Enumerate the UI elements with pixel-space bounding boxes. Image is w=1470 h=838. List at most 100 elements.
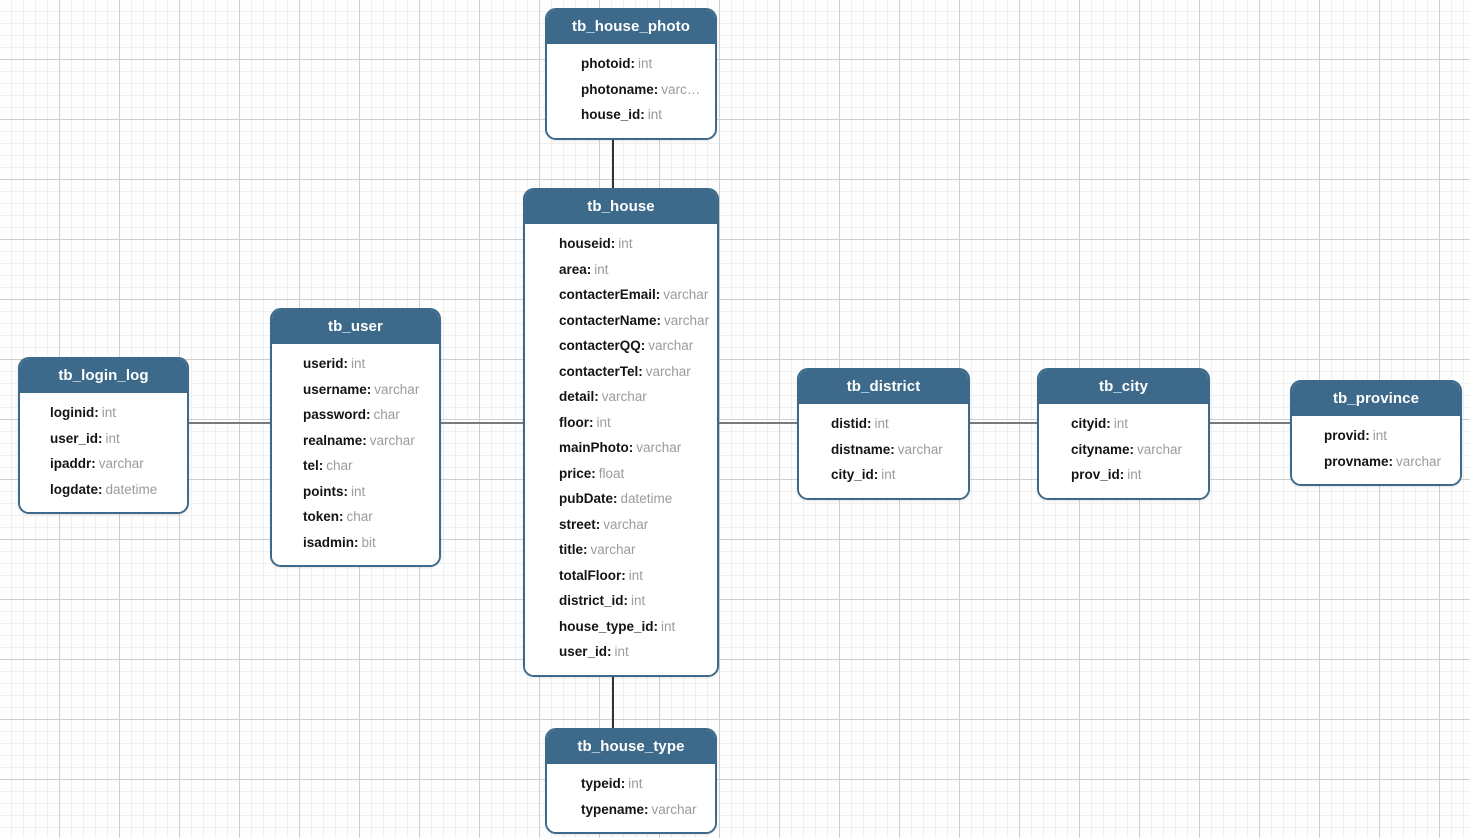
field-type: int — [1113, 416, 1129, 431]
field-row[interactable]: area:int — [525, 257, 717, 283]
field-row[interactable]: totalFloor:int — [525, 563, 717, 589]
field-row[interactable]: tel:char — [272, 453, 439, 479]
field-row[interactable]: user_id:int — [525, 639, 717, 665]
field-separator: : — [1365, 428, 1370, 443]
field-row[interactable]: points:int — [272, 479, 439, 505]
connector-district-to-city[interactable] — [970, 422, 1037, 424]
entity-title-tb_province: tb_province — [1292, 382, 1460, 416]
field-row[interactable]: photoid:int — [547, 51, 715, 77]
field-separator: : — [98, 430, 103, 446]
field-row[interactable]: password:char — [272, 402, 439, 428]
field-row[interactable]: distid:int — [799, 411, 968, 437]
field-row[interactable]: realname:varchar — [272, 428, 439, 454]
field-row[interactable]: pubDate:datetime — [525, 486, 717, 512]
field-separator: : — [339, 509, 344, 524]
field-row[interactable]: floor:int — [525, 410, 717, 436]
field-row[interactable]: title:varchar — [525, 537, 717, 563]
field-name: password — [303, 407, 367, 422]
field-row[interactable]: ipaddr:varchar — [20, 451, 187, 477]
field-row[interactable]: distname:varchar — [799, 437, 968, 463]
connector-house-to-district[interactable] — [719, 422, 797, 424]
field-row[interactable]: username:varchar — [272, 377, 439, 403]
field-name: token — [303, 509, 340, 524]
field-type: int — [631, 593, 646, 608]
entity-title-tb_user: tb_user — [272, 310, 439, 344]
field-row[interactable]: provid:int — [1292, 423, 1460, 449]
field-row[interactable]: contacterTel:varchar — [525, 359, 717, 385]
field-separator: : — [343, 483, 349, 499]
field-row[interactable]: contacterName:varchar — [525, 308, 717, 334]
field-separator: : — [362, 432, 367, 448]
field-row[interactable]: house_id:int — [547, 102, 715, 128]
field-name: photoid — [581, 56, 631, 71]
field-row[interactable]: cityname:varchar — [1039, 437, 1208, 463]
field-row[interactable]: mainPhoto:varchar — [525, 435, 717, 461]
field-type: varchar — [636, 440, 682, 455]
field-row[interactable]: cityid:int — [1039, 411, 1208, 437]
field-name: tel — [303, 458, 319, 473]
field-name: contacterTel — [559, 363, 639, 379]
field-name: logdate — [50, 481, 99, 497]
field-type: varchar — [663, 287, 709, 302]
field-separator: : — [640, 107, 645, 122]
field-name: userid — [303, 356, 344, 371]
field-row[interactable]: contacterEmail:varchar — [525, 282, 717, 308]
entity-title-tb_house_photo: tb_house_photo — [547, 10, 715, 44]
field-name: contacterEmail — [559, 287, 656, 302]
field-row[interactable]: isadmin:bit — [272, 530, 439, 556]
field-row[interactable]: district_id:int — [525, 588, 717, 614]
field-separator: : — [354, 534, 359, 550]
field-row[interactable]: user_id:int — [20, 426, 187, 452]
field-separator: : — [591, 465, 596, 481]
connector-user-to-house[interactable] — [441, 422, 523, 424]
field-row[interactable]: userid:int — [272, 351, 439, 377]
field-row[interactable]: house_type_id:int — [525, 614, 717, 640]
field-type: char — [373, 407, 400, 422]
field-separator: : — [594, 389, 599, 404]
field-row[interactable]: houseid:int — [525, 231, 717, 257]
field-type: int — [351, 356, 366, 371]
connector-login-log-to-user[interactable] — [189, 422, 270, 424]
connector-house-to-house-type[interactable] — [612, 664, 614, 728]
field-separator: : — [656, 312, 662, 328]
connector-house-photo-to-house[interactable] — [612, 130, 614, 188]
field-row[interactable]: typename:varchar — [547, 797, 715, 823]
field-separator: : — [98, 481, 103, 497]
field-row[interactable]: loginid:int — [20, 400, 187, 426]
field-type: int — [596, 414, 611, 430]
field-row[interactable]: provname:varchar — [1292, 449, 1460, 475]
field-row[interactable]: prov_id:int — [1039, 462, 1208, 488]
field-name: floor — [559, 414, 589, 430]
field-row[interactable]: detail:varchar — [525, 384, 717, 410]
field-name: price — [559, 465, 592, 481]
field-separator: : — [867, 416, 872, 431]
field-row[interactable]: city_id:int — [799, 462, 968, 488]
field-type: varchar — [374, 381, 420, 397]
field-row[interactable]: typeid:int — [547, 771, 715, 797]
field-row[interactable]: token:char — [272, 504, 439, 530]
field-row[interactable]: contacterQQ:varchar — [525, 333, 717, 359]
field-name: houseid — [559, 236, 611, 251]
field-row[interactable]: logdate:datetime — [20, 477, 187, 503]
field-separator: : — [318, 458, 324, 473]
field-type: int — [1372, 428, 1388, 443]
field-name: typeid — [581, 776, 621, 791]
field-row[interactable]: price:float — [525, 461, 717, 487]
field-row[interactable]: street:varchar — [525, 512, 717, 538]
connector-city-to-province[interactable] — [1210, 422, 1290, 424]
field-row[interactable]: photoname:varc… — [547, 77, 715, 103]
